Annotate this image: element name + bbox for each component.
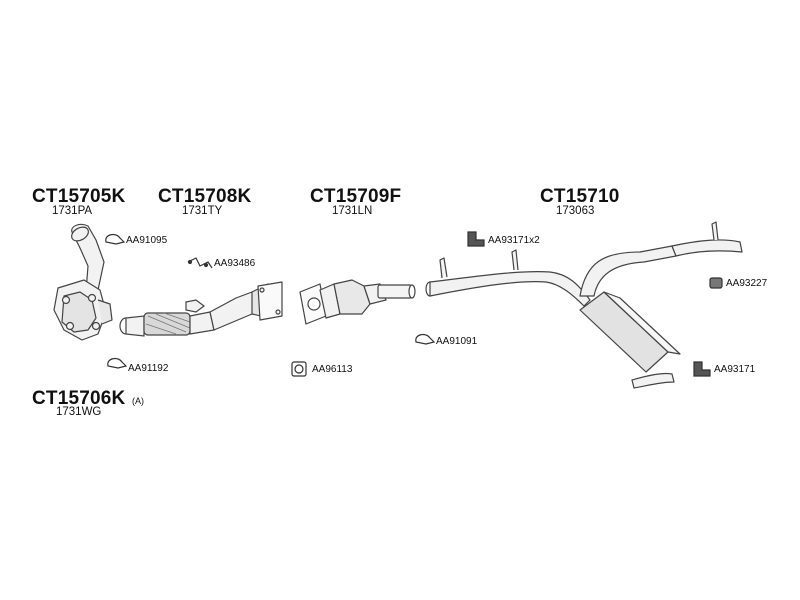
part-front-catalyst[interactable] bbox=[209, 281, 283, 331]
part-ref-173063: 173063 bbox=[556, 205, 595, 217]
part-ref-1731ln: 1731LN bbox=[332, 205, 373, 217]
accessory-aa91095: AA91095 bbox=[126, 235, 168, 246]
rubber-hanger-icon bbox=[467, 231, 485, 247]
mounting-block-icon bbox=[709, 277, 723, 289]
clamp-icon bbox=[415, 333, 436, 345]
clamp-icon bbox=[105, 233, 126, 245]
part-code-ct15706k: CT15706K bbox=[32, 388, 126, 409]
rubber-hanger-icon bbox=[693, 361, 711, 377]
part-rear-silencer[interactable] bbox=[425, 221, 743, 389]
part-code-ct15705k: CT15705K bbox=[32, 186, 126, 207]
clamp-icon bbox=[107, 357, 128, 369]
part-code-ct15709f: CT15709F bbox=[310, 186, 402, 207]
bolt-kit-icon bbox=[187, 257, 213, 269]
part-code-ct15708k: CT15708K bbox=[158, 186, 252, 207]
part-particulate-filter[interactable] bbox=[299, 279, 416, 325]
accessory-aa96113: AA96113 bbox=[312, 364, 353, 375]
accessory-aa91192: AA91192 bbox=[128, 363, 169, 374]
accessory-aa93171x2: AA93171x2 bbox=[488, 235, 540, 246]
part-flex-pipe[interactable] bbox=[119, 299, 215, 337]
part-ref-1731ty: 1731TY bbox=[182, 205, 223, 217]
gasket-icon bbox=[291, 361, 307, 377]
accessory-aa93171: AA93171 bbox=[714, 364, 756, 375]
part-code-suffix: (A) bbox=[132, 396, 144, 406]
part-front-downpipe[interactable] bbox=[53, 223, 113, 341]
part-ref-1731pa: 1731PA bbox=[52, 205, 93, 217]
accessory-aa91091: AA91091 bbox=[436, 336, 478, 347]
part-code-ct15710: CT15710 bbox=[540, 186, 620, 207]
part-ref-1731wg: 1731WG bbox=[56, 406, 102, 418]
accessory-aa93486: AA93486 bbox=[214, 258, 256, 269]
accessory-aa93227: AA93227 bbox=[726, 278, 768, 289]
